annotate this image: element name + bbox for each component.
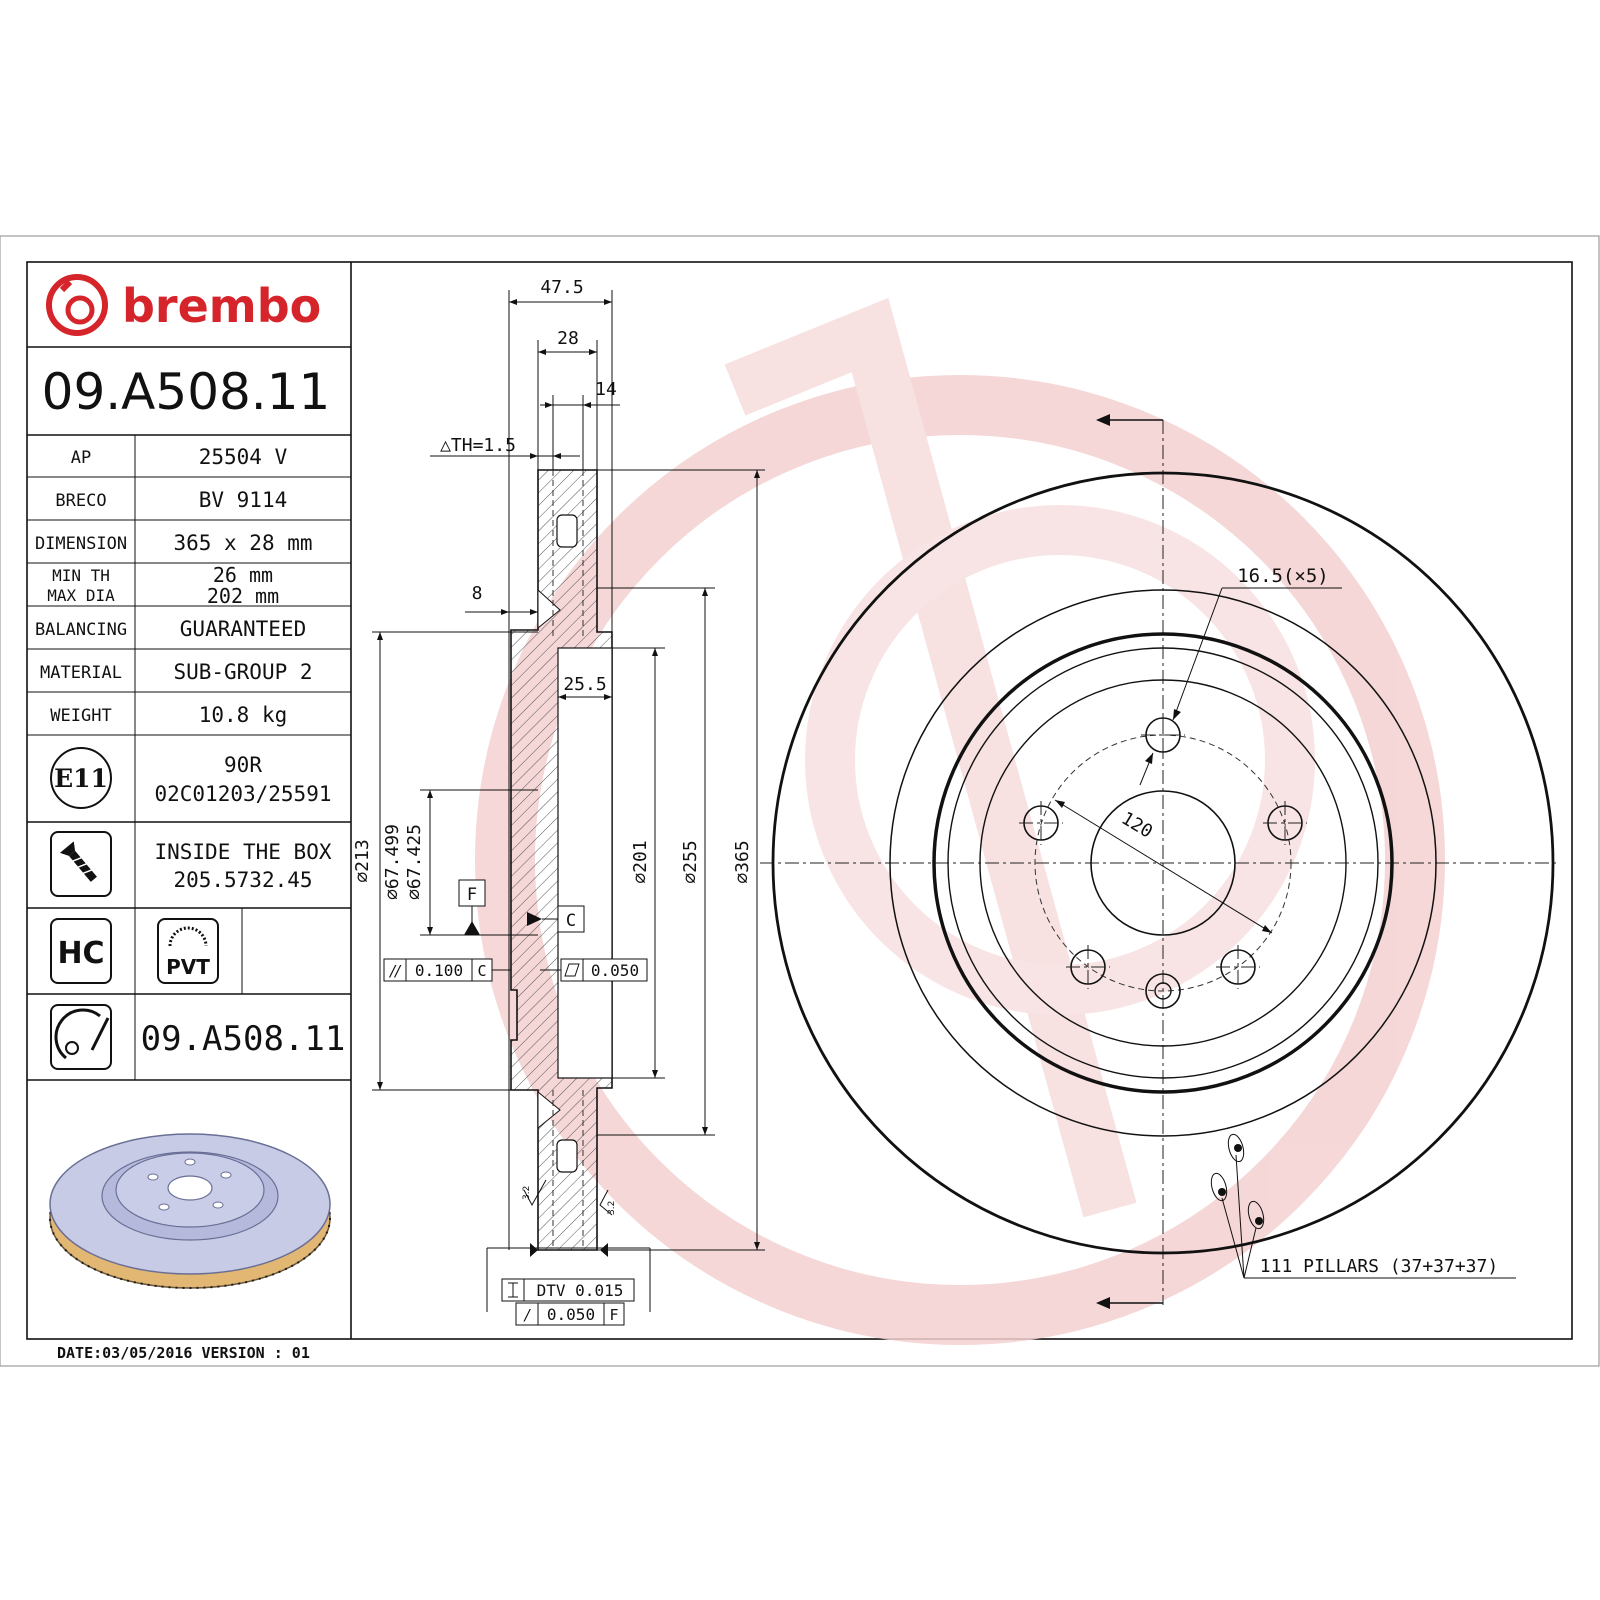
dim-d255: ⌀255 xyxy=(680,840,701,883)
spec-value-material: SUB-GROUP 2 xyxy=(173,660,312,684)
dim-holes: 16.5(×5) xyxy=(1237,565,1329,587)
pvt-badge-icon: PVT xyxy=(157,918,219,984)
footer-date-version: DATE:03/05/2016 VERSION : 01 xyxy=(57,1344,310,1362)
e11-badge-text: E11 xyxy=(54,764,108,793)
hat-outer xyxy=(932,632,1394,1094)
hc-badge-icon: HC xyxy=(50,918,112,984)
roughness-right: 3.2 xyxy=(607,1201,617,1215)
spec-value-breco: BV 9114 xyxy=(199,488,288,512)
spec-value-min-th: 26 mm xyxy=(213,563,273,587)
spec-label-balancing: BALANCING xyxy=(35,620,127,640)
dim-d67-499: ⌀67.499 xyxy=(382,824,403,900)
tol-parallel: 0.100 xyxy=(415,961,463,980)
disc-profile-icon xyxy=(50,1004,112,1070)
dim-th: △TH=1.5 xyxy=(440,435,516,456)
dtv-icon xyxy=(508,1282,518,1298)
brembo-watermark xyxy=(475,297,1445,1345)
flatness-icon xyxy=(564,963,580,977)
hat-wall xyxy=(947,647,1379,1079)
roughness-left: 3.2 xyxy=(522,1186,532,1200)
spec-label-breco: BRECO xyxy=(55,491,106,511)
pillars-detail xyxy=(1210,1133,1516,1279)
dim-d67-425: ⌀67.425 xyxy=(404,824,425,900)
spec-label-max-dia: MAX DIA xyxy=(47,586,115,605)
dim-d201: ⌀201 xyxy=(630,840,651,883)
dim-d213: ⌀213 xyxy=(352,839,373,882)
bottom-part-number: 09.A508.11 xyxy=(141,1019,346,1059)
spec-label-ap: AP xyxy=(71,448,91,468)
spec-table: AP 25504 V BRECO BV 9114 DIMENSION 365 x… xyxy=(35,445,313,727)
hat-face xyxy=(979,679,1347,1047)
tol-runout-ref: F xyxy=(609,1306,618,1324)
bolt-holes xyxy=(1019,713,1307,1009)
section-view xyxy=(510,469,613,1251)
dim-pcd: 120 xyxy=(1117,808,1156,843)
parallelism-icon: // xyxy=(388,962,402,980)
runout-icon: / xyxy=(522,1306,531,1324)
screws-line2: 205.5732.45 xyxy=(173,868,312,892)
spec-value-dimension: 365 x 28 mm xyxy=(173,531,312,555)
e11-approval-icon: E11 xyxy=(50,747,112,809)
spec-label-material: MATERIAL xyxy=(40,663,122,683)
spec-label-min-th: MIN TH xyxy=(52,566,110,585)
spec-value-max-dia: 202 mm xyxy=(207,584,279,608)
dim-hat-offset: 8 xyxy=(472,583,483,604)
dim-disc-thickness: 28 xyxy=(557,328,579,349)
part-number: 09.A508.11 xyxy=(42,363,331,421)
braking-surface-inner xyxy=(889,589,1437,1137)
brand-name: brembo xyxy=(122,279,321,333)
brembo-logo: brembo xyxy=(46,274,321,336)
pcd-circle xyxy=(1034,734,1292,992)
dim-d365: ⌀365 xyxy=(732,840,753,883)
approval-line2: 02C01203/25591 xyxy=(154,782,331,806)
tol-runout: 0.050 xyxy=(547,1305,595,1324)
spec-value-balancing: GUARANTEED xyxy=(180,617,306,641)
spec-label-weight: WEIGHT xyxy=(50,706,111,726)
approval-line1: 90R xyxy=(224,753,262,777)
front-view: 120 16.5(×5) 111 PILLARS (37+37+37) xyxy=(760,414,1560,1309)
sheet-border xyxy=(0,235,1600,1367)
tol-dtv: DTV 0.015 xyxy=(537,1281,624,1300)
tol-parallel-ref: C xyxy=(477,962,486,980)
spec-value-ap: 25504 V xyxy=(199,445,288,469)
datum-f: F xyxy=(467,885,477,905)
pillars-label: 111 PILLARS (37+37+37) xyxy=(1260,1256,1498,1277)
datum-c: C xyxy=(566,911,576,931)
screw-icon xyxy=(50,831,112,897)
center-bore xyxy=(1090,790,1236,936)
spec-label-dimension: DIMENSION xyxy=(35,534,127,554)
outer-diameter xyxy=(771,471,1555,1255)
hc-badge-text: HC xyxy=(57,936,104,971)
spec-value-weight: 10.8 kg xyxy=(199,703,288,727)
title-block xyxy=(27,262,352,1339)
section-dimensions: 47.5 28 14 △TH=1.5 8 25.5 xyxy=(352,277,765,1326)
dim-overall-width: 47.5 xyxy=(540,277,583,298)
dim-vent-width: 14 xyxy=(595,379,617,400)
pvt-badge-text: PVT xyxy=(166,955,210,979)
screws-line1: INSIDE THE BOX xyxy=(154,840,331,864)
tol-flat: 0.050 xyxy=(591,961,639,980)
frame-border xyxy=(26,261,1573,1340)
dim-hat-depth: 25.5 xyxy=(563,674,606,695)
disc-3d-render xyxy=(49,1133,331,1289)
